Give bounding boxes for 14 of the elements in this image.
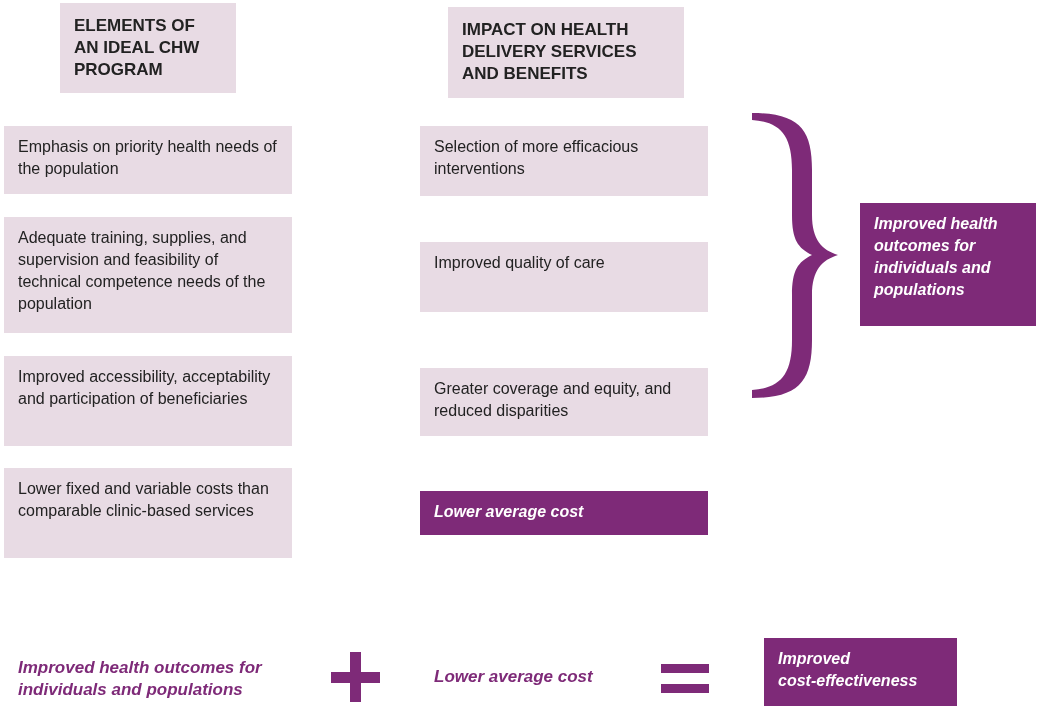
impact-box: Selection of more efficacious interventions	[420, 126, 708, 196]
element-box: Lower fixed and variable costs than comparable clinic-based services	[4, 468, 292, 558]
outcome-box: Improved health outcomes for individuals and populations	[860, 203, 1036, 326]
element-box: Improved accessibility, acceptability and participation of beneficiaries	[4, 356, 292, 446]
element-box: Emphasis on priority health needs of the population	[4, 126, 292, 194]
result-box: Improved cost-effectiveness	[764, 638, 957, 706]
impact-box: Improved quality of care	[420, 242, 708, 312]
column-header: ELEMENTS OF AN IDEAL CHW PROGRAM	[60, 3, 236, 93]
cost-text: Lower average cost	[434, 666, 594, 688]
column-header: IMPACT ON HEALTH DELIVERY SERVICES AND BENEFITS	[448, 7, 684, 98]
impact-box: Greater coverage and equity, and reduced disparities	[420, 368, 708, 436]
result-box: Lower average cost	[420, 491, 708, 535]
outcome-text: Improved health outcomes for individuals and populations	[18, 657, 264, 701]
element-box: Adequate training, supplies, and supervision and feasibility of technical competence needs of the population	[4, 217, 292, 333]
